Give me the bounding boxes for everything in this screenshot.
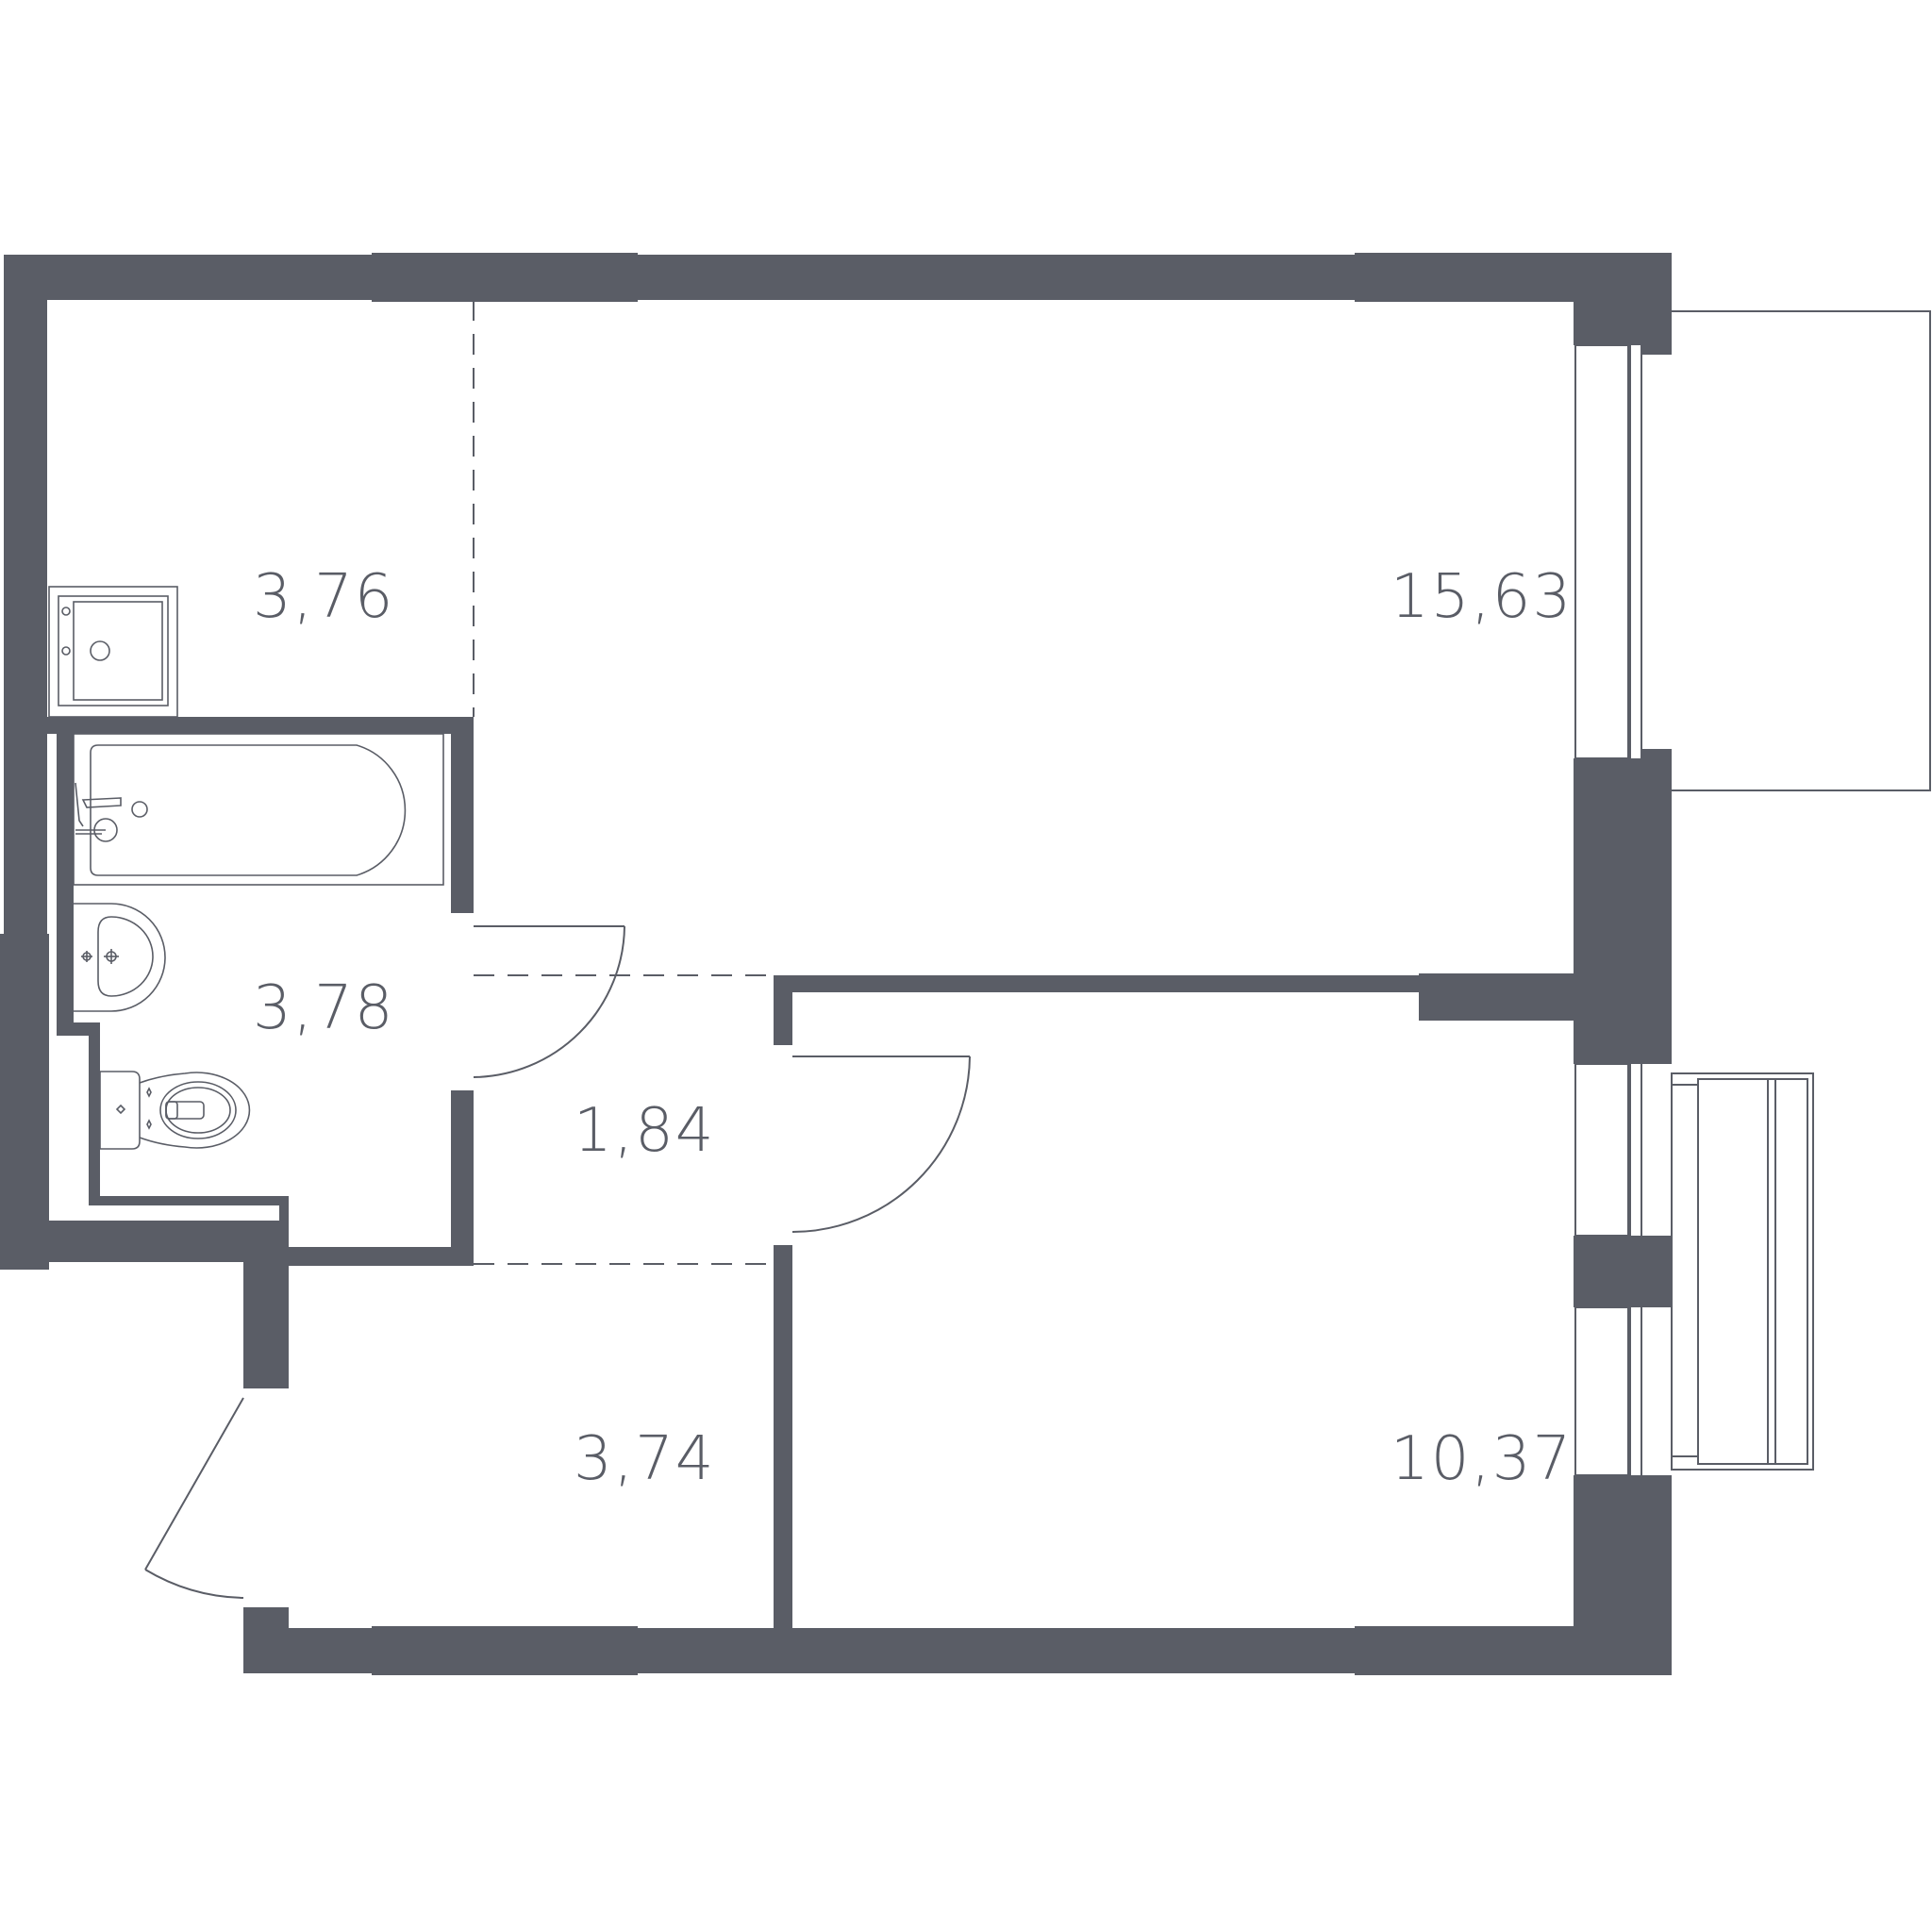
balconies bbox=[1671, 310, 1931, 1471]
room-labels: 3,76 15,63 3,78 1,84 3,74 10,37 bbox=[253, 562, 1573, 1494]
room-area-living-room: 15,63 bbox=[1391, 562, 1573, 632]
zone-boundaries bbox=[473, 300, 774, 1265]
doors bbox=[144, 925, 971, 1599]
washbasin-icon bbox=[74, 903, 166, 1012]
room-area-bedroom: 10,37 bbox=[1391, 1424, 1573, 1494]
room-area-corridor: 1,84 bbox=[574, 1096, 716, 1166]
windows bbox=[1574, 344, 1672, 1476]
kitchen-sink-icon bbox=[48, 586, 178, 718]
bathtub-icon bbox=[73, 733, 444, 886]
exterior-walls bbox=[0, 253, 1672, 1675]
room-area-bathroom: 3,78 bbox=[253, 973, 395, 1043]
interior-walls bbox=[47, 717, 1575, 1632]
toilet-icon bbox=[99, 1071, 251, 1150]
room-area-hallway: 3,74 bbox=[574, 1424, 716, 1494]
room-area-kitchen: 3,76 bbox=[253, 562, 395, 632]
